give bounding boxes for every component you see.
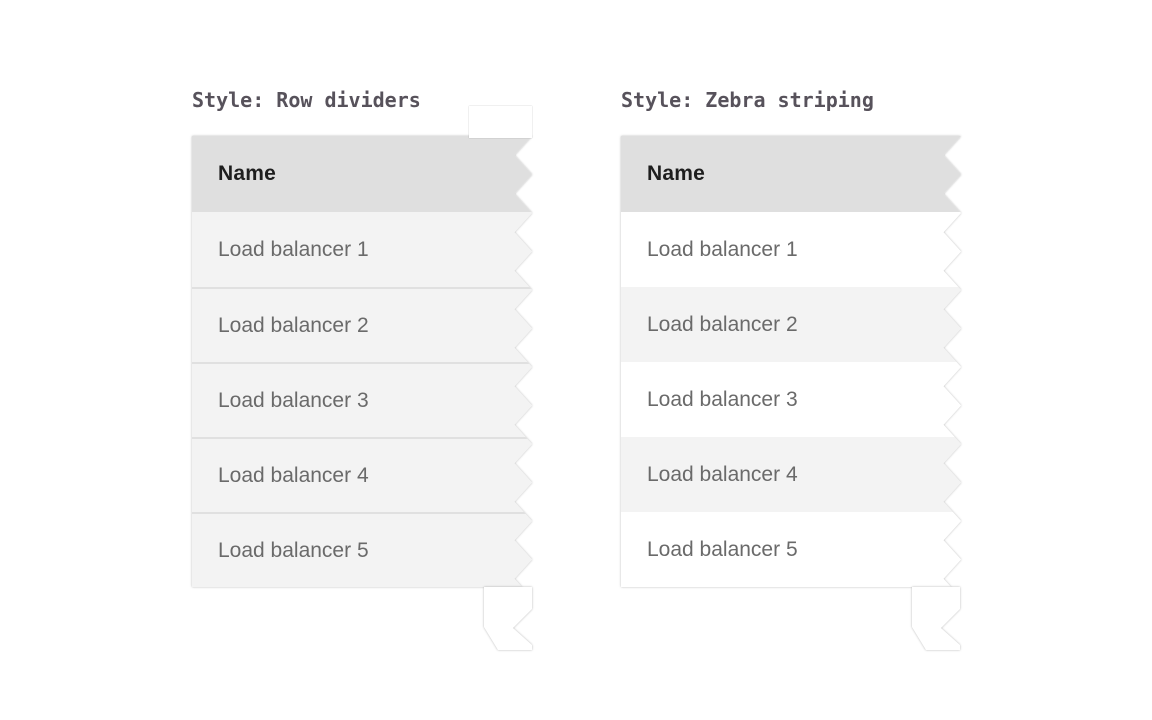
table-row: Load balancer 5 [192,512,532,587]
table-row: Load balancer 4 [621,437,961,512]
table-header-cell: Name [647,162,705,185]
table-row: Load balancer 3 [192,362,532,437]
torn-paper-piece-top [469,106,532,138]
torn-paper-piece-bottom [484,587,532,650]
torn-paper-piece-bottom-wrap [912,587,960,650]
table-row: Load balancer 5 [621,512,961,587]
table-header-row: Name [621,136,961,212]
table-wrapper: Name Load balancer 1 Load balancer 2 Loa… [621,136,961,587]
data-table-zebra-striping: Name Load balancer 1 Load balancer 2 Loa… [621,136,961,587]
table-row: Load balancer 1 [192,212,532,287]
table-row: Load balancer 1 [621,212,961,287]
table-header-row: Name [192,136,532,212]
table-row: Load balancer 2 [621,287,961,362]
table-row: Load balancer 2 [192,287,532,362]
table-row: Load balancer 4 [192,437,532,512]
panel-row-dividers: Style: Row dividers Name Load balancer 1… [192,88,532,668]
table-header-cell: Name [218,162,276,185]
table-wrapper: Name Load balancer 1 Load balancer 2 Loa… [192,136,532,587]
panel-title: Style: Row dividers [192,88,421,112]
table-row: Load balancer 3 [621,362,961,437]
torn-paper-piece-bottom-wrap [484,587,532,650]
torn-paper-piece-bottom [912,587,960,650]
panel-zebra-striping: Style: Zebra striping Name Load balancer… [621,88,961,668]
data-table-row-dividers: Name Load balancer 1 Load balancer 2 Loa… [192,136,532,587]
panel-title: Style: Zebra striping [621,88,874,112]
